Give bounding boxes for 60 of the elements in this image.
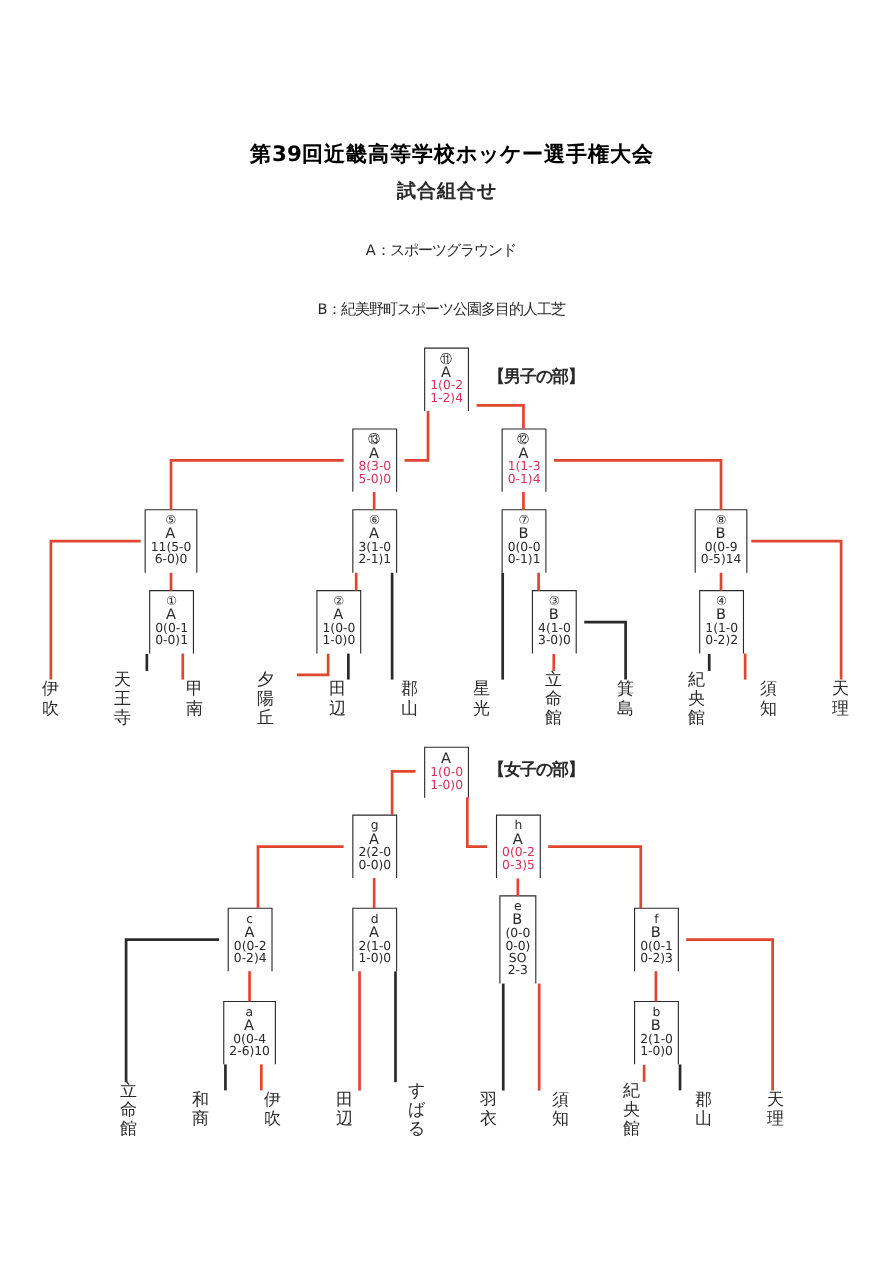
label: 【女子の部】 <box>488 758 585 779</box>
node-text: 田辺 <box>329 678 346 718</box>
connector <box>686 938 774 1091</box>
node-text: 郡山 <box>401 678 418 718</box>
connector <box>347 653 350 680</box>
node-text: 伊吹 <box>41 678 58 718</box>
connector <box>248 971 251 1002</box>
node-text: 夕陽丘 <box>257 668 274 728</box>
connector <box>124 938 220 1083</box>
node-text: 星光 <box>472 678 489 718</box>
node-text: 須知 <box>551 1089 568 1129</box>
connector <box>751 539 843 680</box>
label: 試合組合せ <box>397 180 498 203</box>
connector <box>372 878 376 909</box>
node-text: 天理 <box>767 1089 784 1129</box>
node-text: 伊吹 <box>264 1089 281 1129</box>
connector <box>256 845 344 909</box>
connector <box>553 459 723 510</box>
node-text: 天王寺 <box>113 668 130 728</box>
node-text: 箕島 <box>616 678 633 718</box>
connector <box>49 539 141 680</box>
connector <box>354 572 358 591</box>
label: 【男子の部】 <box>488 366 585 387</box>
diagram-title: 第39回近畿高等学校ホッケー選手権大会 <box>250 140 654 167</box>
connector <box>678 1064 682 1091</box>
connector <box>584 620 627 680</box>
connector <box>296 653 330 677</box>
connector <box>372 491 376 510</box>
node-text: 立命館 <box>544 668 561 728</box>
connector <box>394 971 397 1083</box>
node-text: 羽衣 <box>479 1089 496 1129</box>
node-text: 紀央館 <box>688 668 705 728</box>
node-text: 郡山 <box>695 1089 712 1129</box>
connector <box>501 572 505 680</box>
connector <box>476 404 525 429</box>
node-text: 天理 <box>832 678 849 718</box>
connector <box>390 572 394 680</box>
connector <box>537 572 540 591</box>
connector <box>654 971 658 1002</box>
connector <box>358 971 361 1091</box>
node-text: 立命館 <box>120 1079 137 1138</box>
connector <box>707 654 711 671</box>
connector <box>743 653 747 680</box>
connector <box>548 845 643 909</box>
node-text: 紀央館 <box>623 1079 640 1138</box>
node-text: 和商 <box>192 1089 209 1129</box>
connector <box>537 983 541 1091</box>
connector <box>169 459 344 510</box>
connector <box>522 491 525 510</box>
node-text: 須知 <box>760 678 777 718</box>
connector <box>501 983 505 1091</box>
node-text: 甲南 <box>185 678 202 718</box>
node-text: すばる <box>407 1079 424 1138</box>
connector <box>404 411 430 462</box>
connector <box>224 1064 227 1091</box>
connector <box>552 654 556 671</box>
node-text: 田辺 <box>336 1089 352 1129</box>
connector <box>260 1064 263 1091</box>
connector <box>516 878 520 896</box>
connector <box>181 653 185 680</box>
